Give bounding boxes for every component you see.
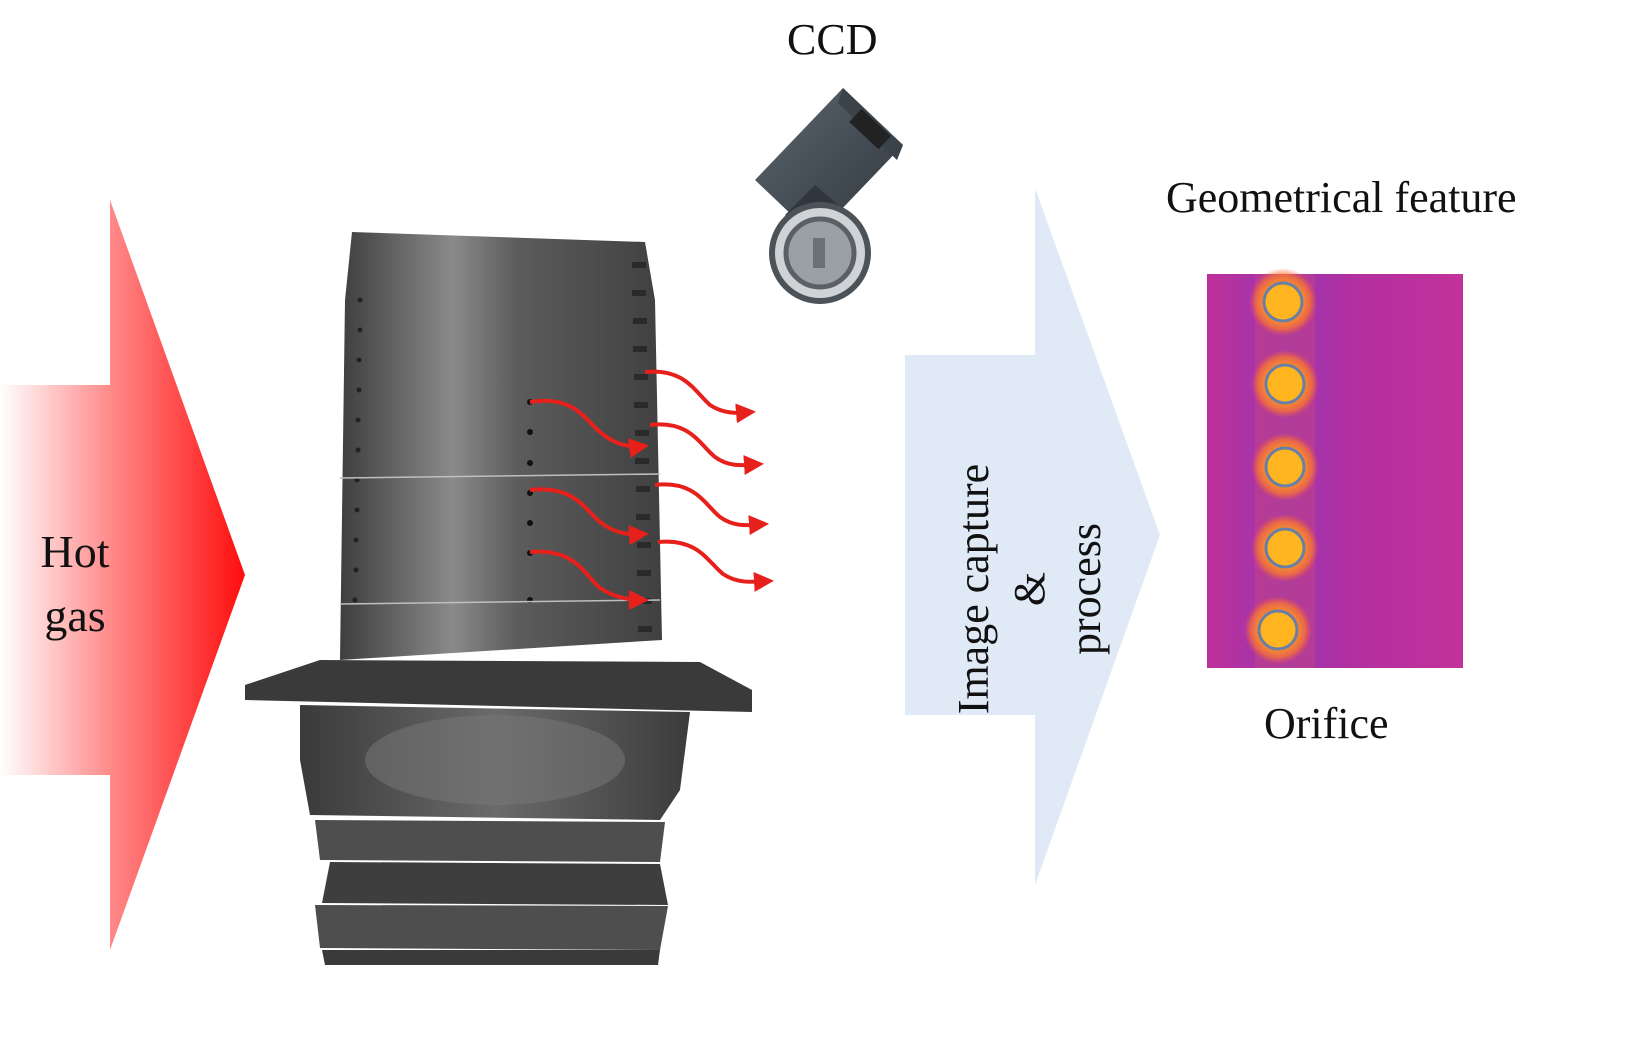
hot-gas-label: Hot gas: [20, 520, 130, 648]
coolant-flow-arrows: [529, 369, 774, 610]
hot-gas-arrow: [0, 200, 245, 950]
process-label-line1: Image capture: [949, 463, 998, 715]
process-label: Image capture & process: [946, 409, 1114, 769]
process-label-line2: &: [1005, 571, 1054, 607]
ccd-camera-icon: [755, 88, 903, 304]
orifice-markers: [1244, 268, 1319, 664]
process-arrow: [905, 188, 1160, 885]
orifice-label: Orifice: [1264, 699, 1389, 748]
fir-tree-root: [315, 820, 668, 965]
geometrical-feature-label: Geometrical feature: [1166, 173, 1517, 222]
hot-gas-label-line1: Hot: [40, 526, 110, 577]
film-cooling-holes: [527, 399, 533, 603]
thermal-image: [1207, 268, 1463, 668]
hot-gas-label-line2: gas: [44, 590, 106, 641]
ccd-label: CCD: [787, 15, 878, 64]
leading-edge-holes: [352, 297, 363, 603]
process-label-line3: process: [1061, 523, 1110, 655]
turbine-blade: [245, 232, 752, 965]
